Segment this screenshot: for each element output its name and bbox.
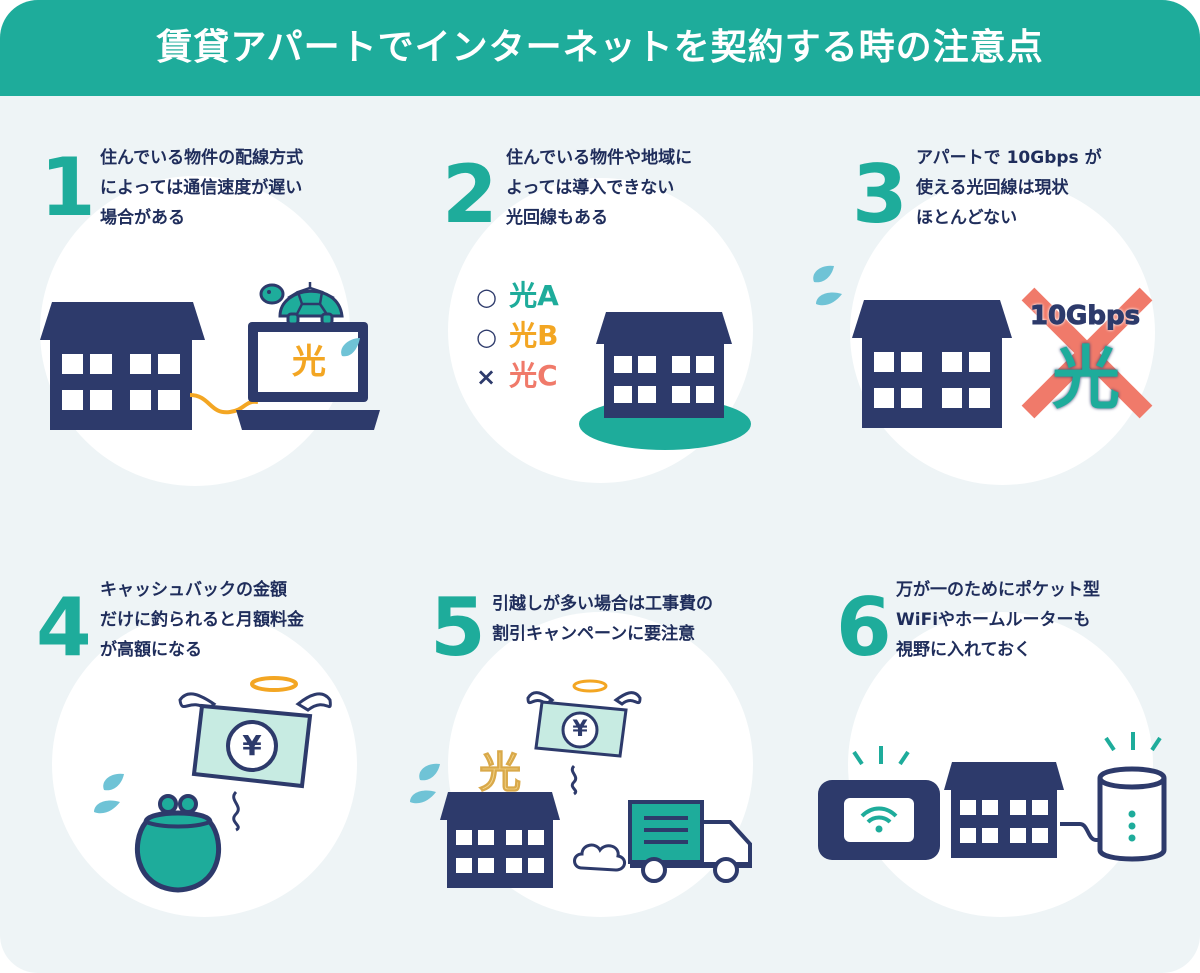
tip-3-number: 3	[852, 148, 908, 241]
signal-lines-icon	[852, 746, 910, 766]
option-row-b: ○ 光B	[476, 316, 558, 356]
option-label-a: 光A	[509, 279, 559, 312]
tip-4-text: キャッシュバックの金額 だけに釣られると月額料金 が高額になる	[100, 580, 304, 660]
header-bar: 賃貸アパートでインターネットを契約する時の注意点	[0, 0, 1200, 96]
exhaust-cloud-icon	[573, 843, 626, 872]
hikari-icon: 光	[292, 342, 326, 382]
sweat-drop-icon	[341, 338, 360, 357]
hikari-icon: 光	[478, 748, 521, 798]
speed-badge: 10Gbps	[1029, 301, 1141, 332]
coin-purse-icon	[134, 794, 222, 893]
cross-mark-icon	[1021, 287, 1153, 419]
cable-icon	[1060, 822, 1106, 842]
truck-icon	[628, 800, 752, 883]
option-row-c: × 光C	[476, 356, 558, 396]
cable-icon	[189, 393, 259, 415]
yen-icon: ¥	[572, 717, 588, 742]
tip-1-number: 1	[40, 141, 96, 234]
tip-6-number: 6	[836, 581, 892, 674]
sweat-drop-icon	[94, 773, 124, 814]
turtle-icon	[259, 282, 344, 326]
tip-5-number: 5	[430, 581, 486, 674]
flying-money-icon	[526, 679, 642, 758]
ok-mark-icon: ○	[476, 323, 497, 351]
option-label-b: 光B	[509, 319, 559, 352]
pocket-wifi-icon	[818, 780, 940, 860]
hikari-icon: 光	[1051, 340, 1120, 419]
house-icon	[440, 792, 560, 888]
sweat-drop-icon	[410, 763, 440, 804]
house-icon	[40, 302, 205, 430]
tip-5-text: 引越しが多い場合は工事費の 割引キャンペーンに要注意	[492, 594, 713, 644]
tip-4-number: 4	[36, 581, 92, 674]
option-label-c: 光C	[509, 359, 558, 392]
tip-3-text: アパートで 10Gbps が 使える光回線は現状 ほとんどない	[916, 148, 1102, 228]
tip-1-text: 住んでいる物件の配線方式 によっては通信速度が遅い 場合がある	[100, 148, 304, 228]
tip-6-text: 万が一のためにポケット型 WiFiやホームルーターも 視野に入れておく	[896, 580, 1100, 660]
sweat-drop-icon	[813, 265, 842, 306]
tip-2-text: 住んでいる物件や地域に よっては導入できない 光回線もある	[506, 148, 693, 228]
page-title: 賃貸アパートでインターネットを契約する時の注意点	[156, 27, 1044, 68]
tip-2-number: 2	[442, 148, 498, 241]
flying-money-icon	[178, 676, 332, 789]
squiggle-icon	[570, 764, 578, 796]
house-icon	[944, 762, 1064, 858]
squiggle-icon	[232, 790, 240, 832]
option-row-a: ○ 光A	[476, 276, 559, 316]
home-router-icon	[1097, 766, 1167, 862]
laptop-icon	[236, 322, 380, 430]
ok-mark-icon: ○	[476, 283, 497, 311]
signal-lines-icon	[1104, 732, 1162, 752]
house-icon	[852, 300, 1012, 428]
yen-icon: ¥	[242, 729, 262, 762]
ng-mark-icon: ×	[476, 363, 497, 391]
house-icon	[596, 312, 732, 418]
